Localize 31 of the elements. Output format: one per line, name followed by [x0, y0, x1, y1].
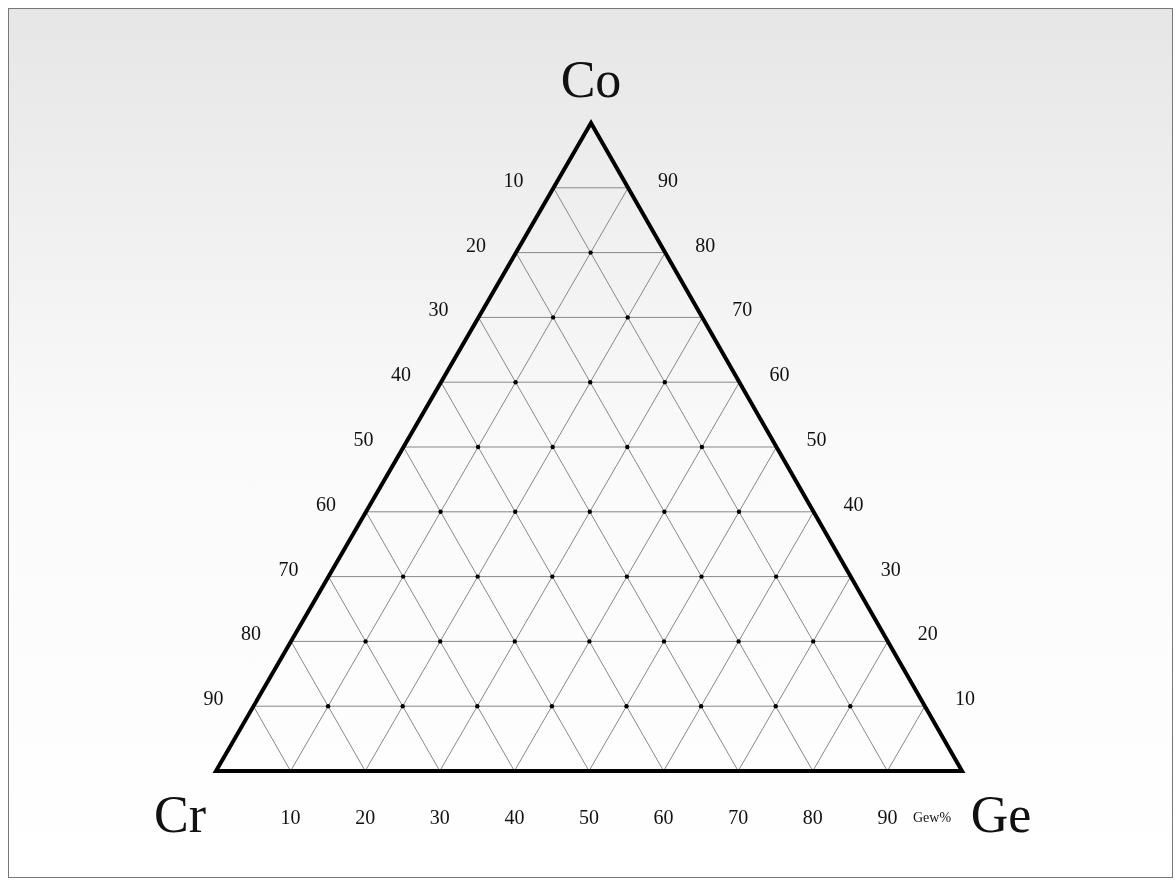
axis-tick-label: 70: [732, 299, 753, 320]
axis-tick-label: 80: [241, 623, 261, 644]
axis-tick-label: 60: [653, 807, 674, 827]
axis-tick-label: 20: [917, 623, 938, 644]
axis-tick-label: 10: [954, 688, 975, 709]
axis-tick-label: 60: [769, 364, 790, 385]
axis-tick-label: 30: [880, 558, 901, 579]
axis-tick-label: 50: [579, 807, 599, 827]
axis-tick-label: 40: [504, 807, 525, 827]
vertex-label: Cr: [154, 789, 206, 841]
axis-tick-label: 80: [802, 807, 823, 827]
axis-tick-label: 10: [280, 807, 301, 827]
axis-tick-label: 80: [695, 234, 716, 255]
axis-tick-label: 20: [466, 234, 486, 255]
axis-tick-label: 30: [429, 807, 450, 827]
axis-tick-label: 20: [355, 807, 376, 827]
axis-tick-label: 50: [353, 429, 374, 449]
axis-tick-label: 50: [806, 429, 827, 449]
axis-tick-label: 70: [278, 558, 299, 579]
axis-tick-label: 90: [203, 688, 224, 709]
axis-tick-label: 40: [391, 364, 411, 385]
axis-tick-label: 70: [728, 807, 749, 827]
axis-tick-label: 40: [843, 493, 864, 514]
axis-tick-label: 90: [658, 169, 679, 190]
unit-label: Gew%: [912, 811, 952, 825]
axis-tick-label: 90: [877, 807, 898, 827]
vertex-label: Co: [560, 54, 622, 106]
axis-tick-label: 60: [316, 493, 336, 514]
axis-tick-label: 10: [503, 169, 524, 190]
axis-tick-label: 30: [428, 299, 449, 320]
vertex-label: Ge: [970, 789, 1032, 841]
